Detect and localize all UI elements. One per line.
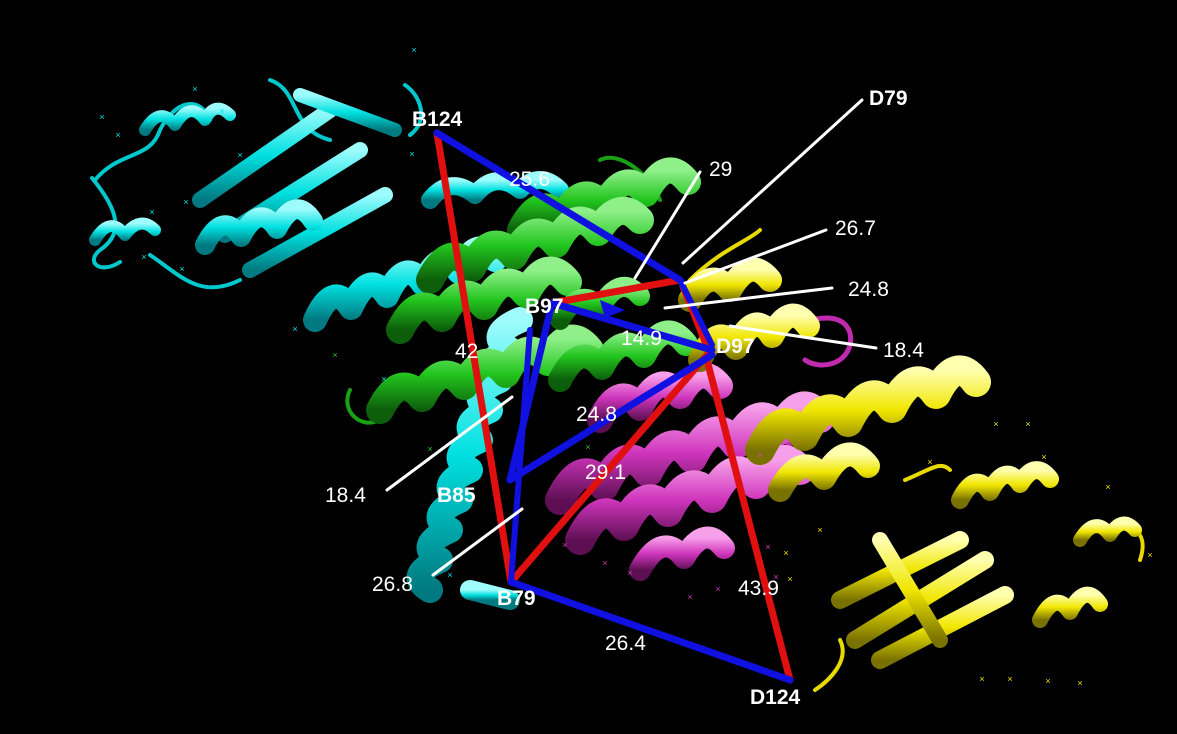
svg-text:×: × — [765, 542, 770, 552]
label-b79: B79 — [497, 587, 536, 610]
rod-b79-d97 — [507, 351, 711, 586]
svg-text:×: × — [1105, 482, 1110, 492]
svg-text:×: × — [381, 374, 386, 384]
distance-b97-d79: 29 — [709, 158, 732, 181]
rod-b79-d124 — [507, 578, 794, 684]
distance-b79-d124: 26.4 — [605, 632, 646, 655]
svg-text:×: × — [192, 84, 197, 94]
rod-b124-b79 — [433, 129, 515, 586]
rod-d79-d97-blue — [677, 277, 715, 348]
leader-18-4-right — [728, 324, 878, 350]
svg-text:×: × — [1147, 550, 1152, 560]
distance-b97-d97: 14.9 — [621, 327, 662, 350]
rod-d97-d124 — [703, 356, 794, 684]
svg-text:×: × — [687, 592, 692, 602]
rod-b97-b85 — [506, 299, 556, 484]
distance-b79-d97: 29.1 — [585, 461, 626, 484]
svg-text:×: × — [602, 558, 607, 568]
distance-d79-d97-a: 26.7 — [835, 217, 876, 240]
leader-26-7 — [683, 228, 828, 285]
distance-d97-b85: 24.8 — [576, 403, 617, 426]
svg-text:×: × — [409, 149, 414, 159]
svg-text:×: × — [757, 450, 762, 460]
rod-b124-d79 — [433, 129, 684, 284]
svg-text:×: × — [179, 264, 184, 274]
svg-text:×: × — [237, 150, 242, 160]
svg-text:×: × — [411, 45, 416, 55]
svg-text:×: × — [141, 252, 146, 262]
label-b85: B85 — [437, 484, 476, 507]
svg-text:×: × — [979, 674, 984, 684]
svg-text:×: × — [993, 419, 998, 429]
solvent-markers: × × × × × × × × × × × × × × × × × × × × × × × × × × ×… — [99, 45, 1152, 688]
svg-text:×: × — [585, 442, 590, 452]
svg-text:×: × — [427, 444, 432, 454]
distance-b85-b79: 26.8 — [372, 573, 413, 596]
svg-text:×: × — [1007, 674, 1012, 684]
distance-b97-d97-right: 18.4 — [883, 339, 924, 362]
distance-b124-d79: 25.6 — [509, 168, 550, 191]
rod-d97-b85 — [506, 351, 716, 484]
svg-text:×: × — [115, 130, 120, 140]
leader-29 — [633, 170, 702, 280]
svg-text:×: × — [773, 572, 778, 582]
rod-b97-d97 — [548, 299, 716, 354]
distance-b97-b85: 18.4 — [325, 484, 366, 507]
svg-text:×: × — [149, 207, 154, 217]
svg-text:×: × — [1077, 678, 1082, 688]
svg-text:×: × — [715, 584, 720, 594]
distance-labels: 25.6 42 14.9 24.8 29 26.7 24.8 18.4 18.4… — [325, 158, 924, 655]
label-b124: B124 — [412, 108, 463, 131]
svg-text:×: × — [332, 350, 337, 360]
label-d124: D124 — [750, 686, 801, 709]
svg-text:×: × — [927, 457, 932, 467]
svg-text:×: × — [183, 197, 188, 207]
distance-d97-d124: 43.9 — [738, 577, 779, 600]
label-b97: B97 — [525, 295, 564, 318]
label-d97: D97 — [716, 335, 755, 358]
svg-text:×: × — [1041, 452, 1046, 462]
svg-text:×: × — [99, 112, 104, 122]
svg-text:×: × — [219, 106, 224, 116]
leader-24-8-right — [663, 286, 834, 310]
leader-d79 — [681, 98, 864, 265]
svg-text:×: × — [447, 570, 452, 580]
label-d79: D79 — [869, 87, 908, 110]
svg-text:×: × — [783, 548, 788, 558]
rod-b85-b79 — [508, 327, 533, 585]
svg-text:×: × — [292, 324, 297, 334]
distance-rods — [433, 129, 794, 684]
leader-26-8 — [431, 507, 524, 577]
svg-text:×: × — [562, 540, 567, 550]
distance-d79-d97-b: 24.8 — [848, 278, 889, 301]
chain-b-cartoon — [89, 78, 569, 610]
chain-d-cartoon — [678, 228, 1145, 692]
leader-18-4-left — [385, 395, 514, 492]
residue-labels: B124 B97 B85 B79 D79 D97 D124 — [412, 87, 908, 709]
svg-text:×: × — [1025, 419, 1030, 429]
rod-b97-d79 — [548, 276, 684, 307]
distance-b124-b79: 42 — [455, 340, 478, 363]
svg-text:×: × — [787, 574, 792, 584]
svg-text:×: × — [817, 525, 822, 535]
svg-text:×: × — [1045, 676, 1050, 686]
svg-text:×: × — [627, 568, 632, 578]
leader-lines — [385, 98, 878, 577]
